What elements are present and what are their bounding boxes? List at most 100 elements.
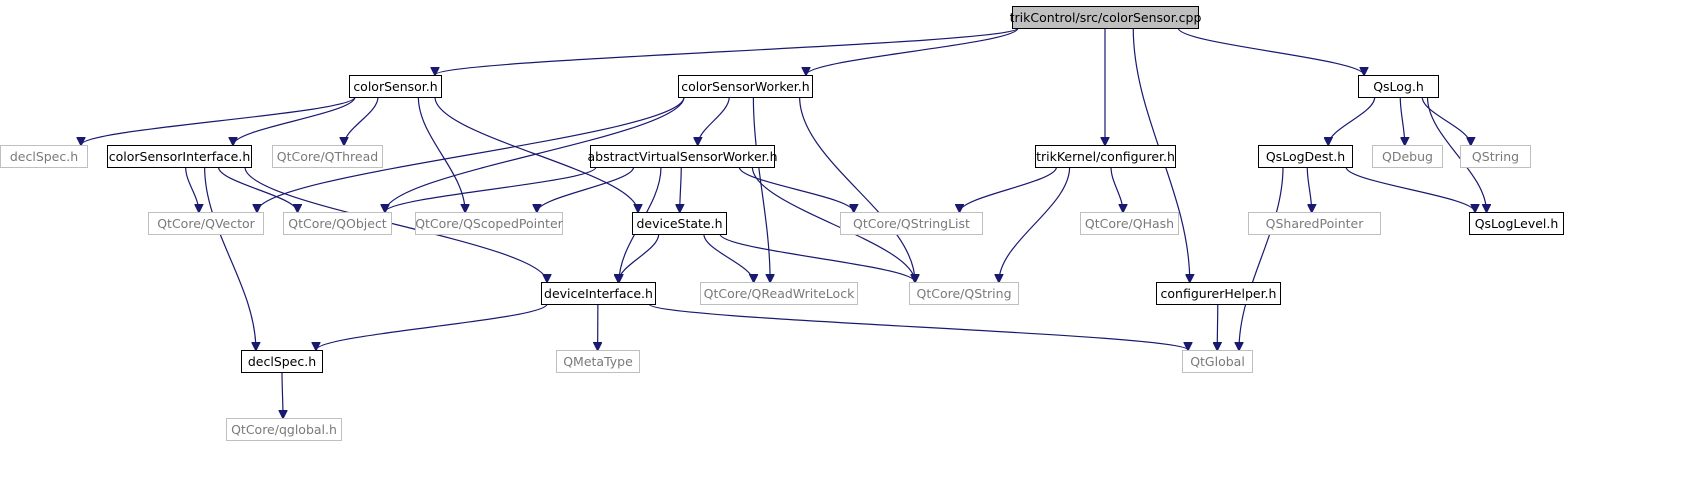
- node-abstractvsw-h[interactable]: abstractVirtualSensorWorker.h: [587, 145, 778, 168]
- node-declspec-ext: declSpec.h: [0, 145, 88, 168]
- edge-colorsensorinterface-h-to-qobject: [217, 166, 298, 212]
- edge-colorsensorworker-h-to-qvector: [257, 96, 685, 212]
- node-box: [1012, 6, 1199, 29]
- node-box: [1156, 282, 1281, 305]
- node-box: [556, 350, 640, 373]
- edge-devicestate-h-to-qtcoreqstring: [719, 233, 915, 282]
- node-qtcoreqstring: QtCore/QString: [909, 282, 1019, 305]
- node-qmetatype: QMetaType: [556, 350, 640, 373]
- node-box: [700, 282, 858, 305]
- node-label: QtCore/QString: [916, 286, 1011, 301]
- node-box: [107, 145, 252, 168]
- edge-qslog-h-to-qslogdest-h: [1328, 96, 1376, 145]
- node-label: trikKernel/configurer.h: [1036, 149, 1175, 164]
- node-label: trikControl/src/colorSensor.cpp: [1010, 10, 1202, 25]
- node-box: [541, 282, 656, 305]
- node-label: QtCore/QHash: [1085, 216, 1174, 231]
- node-label: abstractVirtualSensorWorker.h: [587, 149, 777, 164]
- edge-abstractvsw-h-to-qstringlist: [738, 166, 854, 212]
- node-box: [840, 212, 983, 235]
- edge-configurer-h-to-qstringlist: [960, 166, 1058, 212]
- node-qvector: QtCore/QVector: [148, 212, 264, 235]
- node-label: QtCore/QScopedPointer: [415, 216, 563, 231]
- node-label: configurerHelper.h: [1161, 286, 1277, 301]
- edge-qslog-h-to-qsloglevel-h: [1426, 96, 1487, 212]
- edge-abstractvsw-h-to-qtcoreqstring: [751, 166, 915, 282]
- node-configurerhelper-h[interactable]: configurerHelper.h: [1156, 282, 1281, 305]
- node-label: QsLogDest.h: [1266, 149, 1345, 164]
- edge-colorsensor-h-to-qscopedpointer: [417, 96, 465, 212]
- node-box: [241, 350, 323, 373]
- node-qstring-b: QString: [1460, 145, 1531, 168]
- node-label: QtCore/qglobal.h: [231, 422, 337, 437]
- edge-qslog-h-to-qstring-b: [1421, 96, 1471, 145]
- node-qhash: QtCore/QHash: [1080, 212, 1179, 235]
- node-colorsensorinterface-h[interactable]: colorSensorInterface.h: [107, 145, 252, 168]
- node-label: deviceInterface.h: [544, 286, 653, 301]
- edge-colorsensorworker-h-to-qreadwritelock: [752, 96, 770, 282]
- edge-root-to-colorsensorworker-h: [806, 27, 1019, 75]
- edge-configurer-h-to-qtcoreqstring: [999, 166, 1071, 282]
- node-label: QsLogLevel.h: [1475, 216, 1559, 231]
- node-label: QsLog.h: [1373, 79, 1424, 94]
- node-box: [1035, 145, 1176, 168]
- node-devicestate-h[interactable]: deviceState.h: [632, 212, 727, 235]
- node-label: colorSensorInterface.h: [109, 149, 251, 164]
- node-label: colorSensorWorker.h: [681, 79, 809, 94]
- node-label: QDebug: [1382, 149, 1433, 164]
- edge-colorsensorworker-h-to-qobject: [385, 96, 685, 212]
- node-box: [1469, 212, 1564, 235]
- node-box: [1182, 350, 1253, 373]
- edge-abstractvsw-h-to-qobject: [385, 166, 597, 212]
- node-root[interactable]: trikControl/src/colorSensor.cpp: [1010, 6, 1202, 29]
- node-box: [1248, 212, 1381, 235]
- edge-colorsensor-h-to-qthread: [344, 96, 379, 145]
- node-colorsensor-h[interactable]: colorSensor.h: [349, 75, 442, 98]
- node-label: declSpec.h: [10, 149, 78, 164]
- edge-abstractvsw-h-to-qscopedpointer: [537, 166, 635, 212]
- node-label: QtGlobal: [1190, 354, 1245, 369]
- node-label: QMetaType: [563, 354, 633, 369]
- edge-colorsensorworker-h-to-qtcoreqstring: [799, 96, 915, 282]
- node-declspec-h[interactable]: declSpec.h: [241, 350, 323, 373]
- node-colorsensorworker-h[interactable]: colorSensorWorker.h: [678, 75, 813, 98]
- node-box: [1358, 75, 1439, 98]
- node-box: [678, 75, 813, 98]
- node-qreadwritelock: QtCore/QReadWriteLock: [700, 282, 858, 305]
- edge-qslogdest-h-to-qtglobal: [1239, 166, 1284, 350]
- node-label: QSharedPointer: [1266, 216, 1365, 231]
- node-box: [272, 145, 383, 168]
- edge-colorsensorinterface-h-to-declspec-h: [204, 166, 256, 350]
- edge-qslogdest-h-to-qsharedpointer: [1306, 166, 1312, 212]
- edge-devicestate-h-to-deviceinterface-h: [618, 233, 660, 282]
- node-deviceinterface-h[interactable]: deviceInterface.h: [541, 282, 656, 305]
- node-qglobal-h: QtCore/qglobal.h: [226, 418, 342, 441]
- edge-colorsensorworker-h-to-abstractvsw-h: [698, 96, 730, 145]
- edge-configurerhelper-h-to-qtglobal: [1217, 303, 1218, 350]
- node-label: QtCore/QStringList: [853, 216, 970, 231]
- node-label: QtCore/QVector: [157, 216, 255, 231]
- node-qslogdest-h[interactable]: QsLogDest.h: [1258, 145, 1353, 168]
- node-qstringlist: QtCore/QStringList: [840, 212, 983, 235]
- edge-deviceinterface-h-to-declspec-h: [316, 303, 548, 350]
- node-configurer-h[interactable]: trikKernel/configurer.h: [1035, 145, 1176, 168]
- node-box: [1372, 145, 1443, 168]
- node-label: QtCore/QReadWriteLock: [704, 286, 855, 301]
- node-box: [909, 282, 1019, 305]
- node-qslog-h[interactable]: QsLog.h: [1358, 75, 1439, 98]
- edges: [81, 27, 1487, 418]
- edge-root-to-qslog-h: [1177, 27, 1364, 75]
- nodes: trikControl/src/colorSensor.cpp colorSens…: [0, 6, 1564, 441]
- node-qdebug: QDebug: [1372, 145, 1443, 168]
- node-box: [632, 212, 727, 235]
- node-qsloglevel-h[interactable]: QsLogLevel.h: [1469, 212, 1564, 235]
- edge-abstractvsw-h-to-devicestate-h: [680, 166, 682, 212]
- node-qtglobal: QtGlobal: [1182, 350, 1253, 373]
- edge-colorsensor-h-to-colorsensorinterface-h: [233, 96, 356, 145]
- node-qobject: QtCore/QObject: [283, 212, 392, 235]
- node-label: declSpec.h: [248, 354, 316, 369]
- edge-colorsensorinterface-h-to-qvector: [185, 166, 199, 212]
- node-box: [226, 418, 342, 441]
- edge-declspec-h-to-qglobal-h: [282, 371, 283, 418]
- edge-devicestate-h-to-qreadwritelock: [703, 233, 754, 282]
